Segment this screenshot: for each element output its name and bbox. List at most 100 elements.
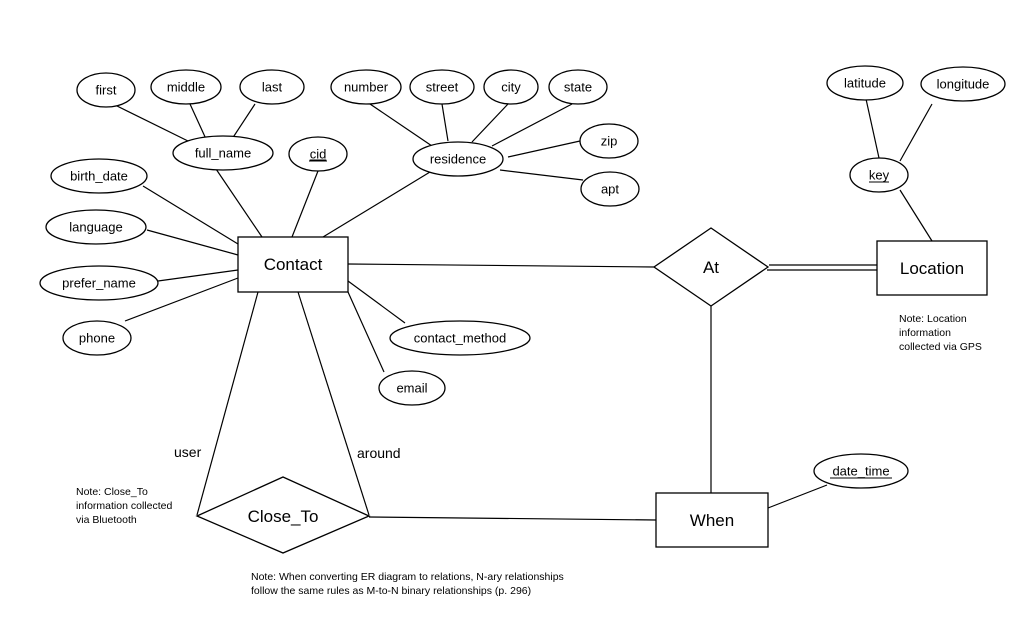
edge-last-fullname xyxy=(231,103,256,140)
edge-when-datetime xyxy=(767,484,828,509)
edge-language-contact xyxy=(146,229,239,256)
edge-middle-fullname xyxy=(189,103,207,140)
attribute-longitude-label: longitude xyxy=(937,77,990,92)
edge-number-residence xyxy=(369,103,433,147)
note-location-line-3: collected via GPS xyxy=(899,341,982,353)
attribute-number[interactable]: number xyxy=(330,69,402,105)
attribute-middle-label: middle xyxy=(167,80,205,95)
attribute-date-time-label: date_time xyxy=(832,464,889,479)
note-nary-line-2: follow the same rules as M-to-N binary r… xyxy=(251,585,531,597)
edge-contactmethod-contact xyxy=(347,280,406,324)
edge-city-residence xyxy=(471,103,509,143)
edge-zip-residence xyxy=(507,140,581,158)
relationships: At Close_To xyxy=(195,227,770,554)
role-around-label: around xyxy=(357,445,401,461)
edge-latitude-key xyxy=(865,98,880,159)
attribute-city-label: city xyxy=(501,80,521,95)
edge-phone-contact xyxy=(124,277,239,322)
note-location-line-2: information xyxy=(899,327,951,339)
edge-prefername-contact xyxy=(157,269,239,282)
edge-birthdate-contact xyxy=(142,185,239,245)
attribute-apt[interactable]: apt xyxy=(580,171,640,207)
edge-contact-at xyxy=(347,263,655,268)
attribute-date-time[interactable]: date_time xyxy=(813,453,909,489)
entity-when-label: When xyxy=(690,511,734,530)
edge-fullname-contact xyxy=(215,168,263,238)
attribute-number-label: number xyxy=(344,80,389,95)
attribute-contact-method-label: contact_method xyxy=(414,331,507,346)
attribute-street-label: street xyxy=(426,80,459,95)
entity-location[interactable]: Location xyxy=(876,240,988,296)
attribute-residence-label: residence xyxy=(430,152,486,167)
attribute-birth-date-label: birth_date xyxy=(70,169,128,184)
attribute-full-name[interactable]: full_name xyxy=(172,135,274,171)
attribute-state-label: state xyxy=(564,80,592,95)
attribute-prefer-name[interactable]: prefer_name xyxy=(39,265,159,301)
note-nary: Note: When converting ER diagram to rela… xyxy=(251,571,564,597)
attribute-latitude[interactable]: latitude xyxy=(826,65,904,101)
attribute-last-label: last xyxy=(262,80,283,95)
attribute-language[interactable]: language xyxy=(45,209,147,245)
attribute-key-label: key xyxy=(869,168,890,183)
relationship-close-to-label: Close_To xyxy=(248,507,319,526)
note-location-line-1: Note: Location xyxy=(899,313,967,325)
notes: Note: Location information collected via… xyxy=(76,313,982,597)
attribute-full-name-label: full_name xyxy=(195,146,251,161)
attribute-email-label: email xyxy=(396,381,427,396)
attribute-street[interactable]: street xyxy=(409,69,475,105)
attribute-zip-label: zip xyxy=(601,134,618,149)
attribute-cid-label: cid xyxy=(310,147,327,162)
attribute-key[interactable]: key xyxy=(849,157,909,193)
edge-cid-contact xyxy=(291,170,319,238)
attribute-latitude-label: latitude xyxy=(844,76,886,91)
edge-email-contact xyxy=(347,291,385,373)
note-close-to-line-2: information collected xyxy=(76,500,172,512)
attributes: first middle last full_name cid number s… xyxy=(39,65,1006,489)
entity-contact[interactable]: Contact xyxy=(237,236,349,293)
attribute-first[interactable]: first xyxy=(76,72,136,108)
attribute-prefer-name-label: prefer_name xyxy=(62,276,136,291)
attribute-residence[interactable]: residence xyxy=(412,141,504,177)
edge-contact-closeto-around xyxy=(297,291,370,516)
attribute-birth-date[interactable]: birth_date xyxy=(50,158,148,194)
entity-location-label: Location xyxy=(900,259,964,278)
relationship-at[interactable]: At xyxy=(652,227,770,307)
attribute-last[interactable]: last xyxy=(239,69,305,105)
note-nary-line-1: Note: When converting ER diagram to rela… xyxy=(251,571,564,583)
note-close-to-line-3: via Bluetooth xyxy=(76,514,137,526)
edge-street-residence xyxy=(441,103,449,142)
attribute-middle[interactable]: middle xyxy=(150,69,222,105)
attribute-phone-label: phone xyxy=(79,331,115,346)
relationship-close-to[interactable]: Close_To xyxy=(195,476,371,554)
attribute-language-label: language xyxy=(69,220,123,235)
attribute-zip[interactable]: zip xyxy=(579,123,639,159)
note-close-to: Note: Close_To information collected via… xyxy=(76,486,172,526)
edge-state-residence xyxy=(491,103,573,147)
connectors xyxy=(112,98,933,521)
edge-longitude-key xyxy=(899,103,933,162)
note-location: Note: Location information collected via… xyxy=(899,313,982,353)
edge-closeto-when xyxy=(368,516,657,521)
entity-when[interactable]: When xyxy=(655,492,769,548)
edge-first-fullname xyxy=(112,103,191,143)
entities: Contact Location When xyxy=(237,236,988,548)
attribute-first-label: first xyxy=(96,83,117,98)
attribute-apt-label: apt xyxy=(601,182,619,197)
entity-contact-label: Contact xyxy=(264,255,323,274)
attribute-state[interactable]: state xyxy=(548,69,608,105)
attribute-email[interactable]: email xyxy=(378,370,446,406)
edge-key-location xyxy=(899,189,933,242)
relationship-at-label: At xyxy=(703,258,719,277)
attribute-city[interactable]: city xyxy=(483,69,539,105)
attribute-phone[interactable]: phone xyxy=(62,320,132,356)
attribute-longitude[interactable]: longitude xyxy=(920,66,1006,102)
role-labels: user around xyxy=(174,444,401,461)
edge-contact-closeto-user xyxy=(196,291,259,516)
attribute-cid[interactable]: cid xyxy=(288,136,348,172)
role-user-label: user xyxy=(174,444,202,460)
edge-apt-residence xyxy=(499,169,584,181)
attribute-contact-method[interactable]: contact_method xyxy=(389,320,531,356)
note-close-to-line-1: Note: Close_To xyxy=(76,486,148,498)
edge-residence-contact xyxy=(322,171,431,238)
